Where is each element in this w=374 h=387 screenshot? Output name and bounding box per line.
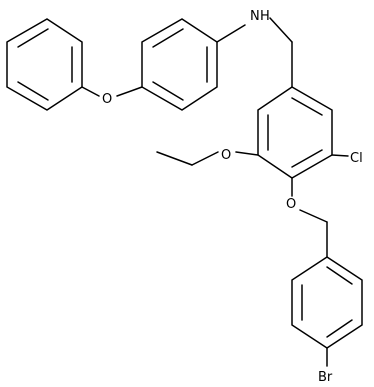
- bond-ph-o: [81, 86, 100, 97]
- bond-ring-n: [216, 24, 246, 43]
- central-ring-inner-bonds: [267, 97, 323, 168]
- atom-labels: N H O O Cl O Br: [102, 9, 363, 385]
- bond-o-c: [116, 86, 143, 97]
- bond-ring-cl: [331, 154, 349, 157]
- ethoxy-oxygen-label: O: [221, 148, 231, 163]
- nitrogen-hydrogen-label: H: [260, 9, 270, 24]
- bond-ethyl: [156, 151, 193, 166]
- phenoxy-oxygen-label: O: [102, 92, 112, 107]
- bromine-atom-label: Br: [318, 370, 333, 385]
- bond-ring-o-ethoxy: [235, 151, 259, 156]
- bond-n-ch2: [269, 17, 293, 43]
- aniline-ring-inner-bonds: [152, 28, 208, 101]
- phenyl-ring: [6, 18, 83, 111]
- aniline-ring: [141, 18, 218, 111]
- bond-o-ch2: [299, 209, 328, 223]
- benzyloxy-oxygen-label: O: [286, 197, 296, 212]
- bond-lines: [6, 17, 363, 367]
- bromophenyl-ring-inner-bonds: [301, 266, 353, 338]
- central-ring: [257, 86, 333, 179]
- bond-o-ethyl: [191, 151, 219, 166]
- phenyl-ring-inner-bonds: [17, 28, 73, 101]
- chlorine-atom-label: Cl: [350, 151, 363, 166]
- nitrogen-atom-label: N: [250, 9, 260, 24]
